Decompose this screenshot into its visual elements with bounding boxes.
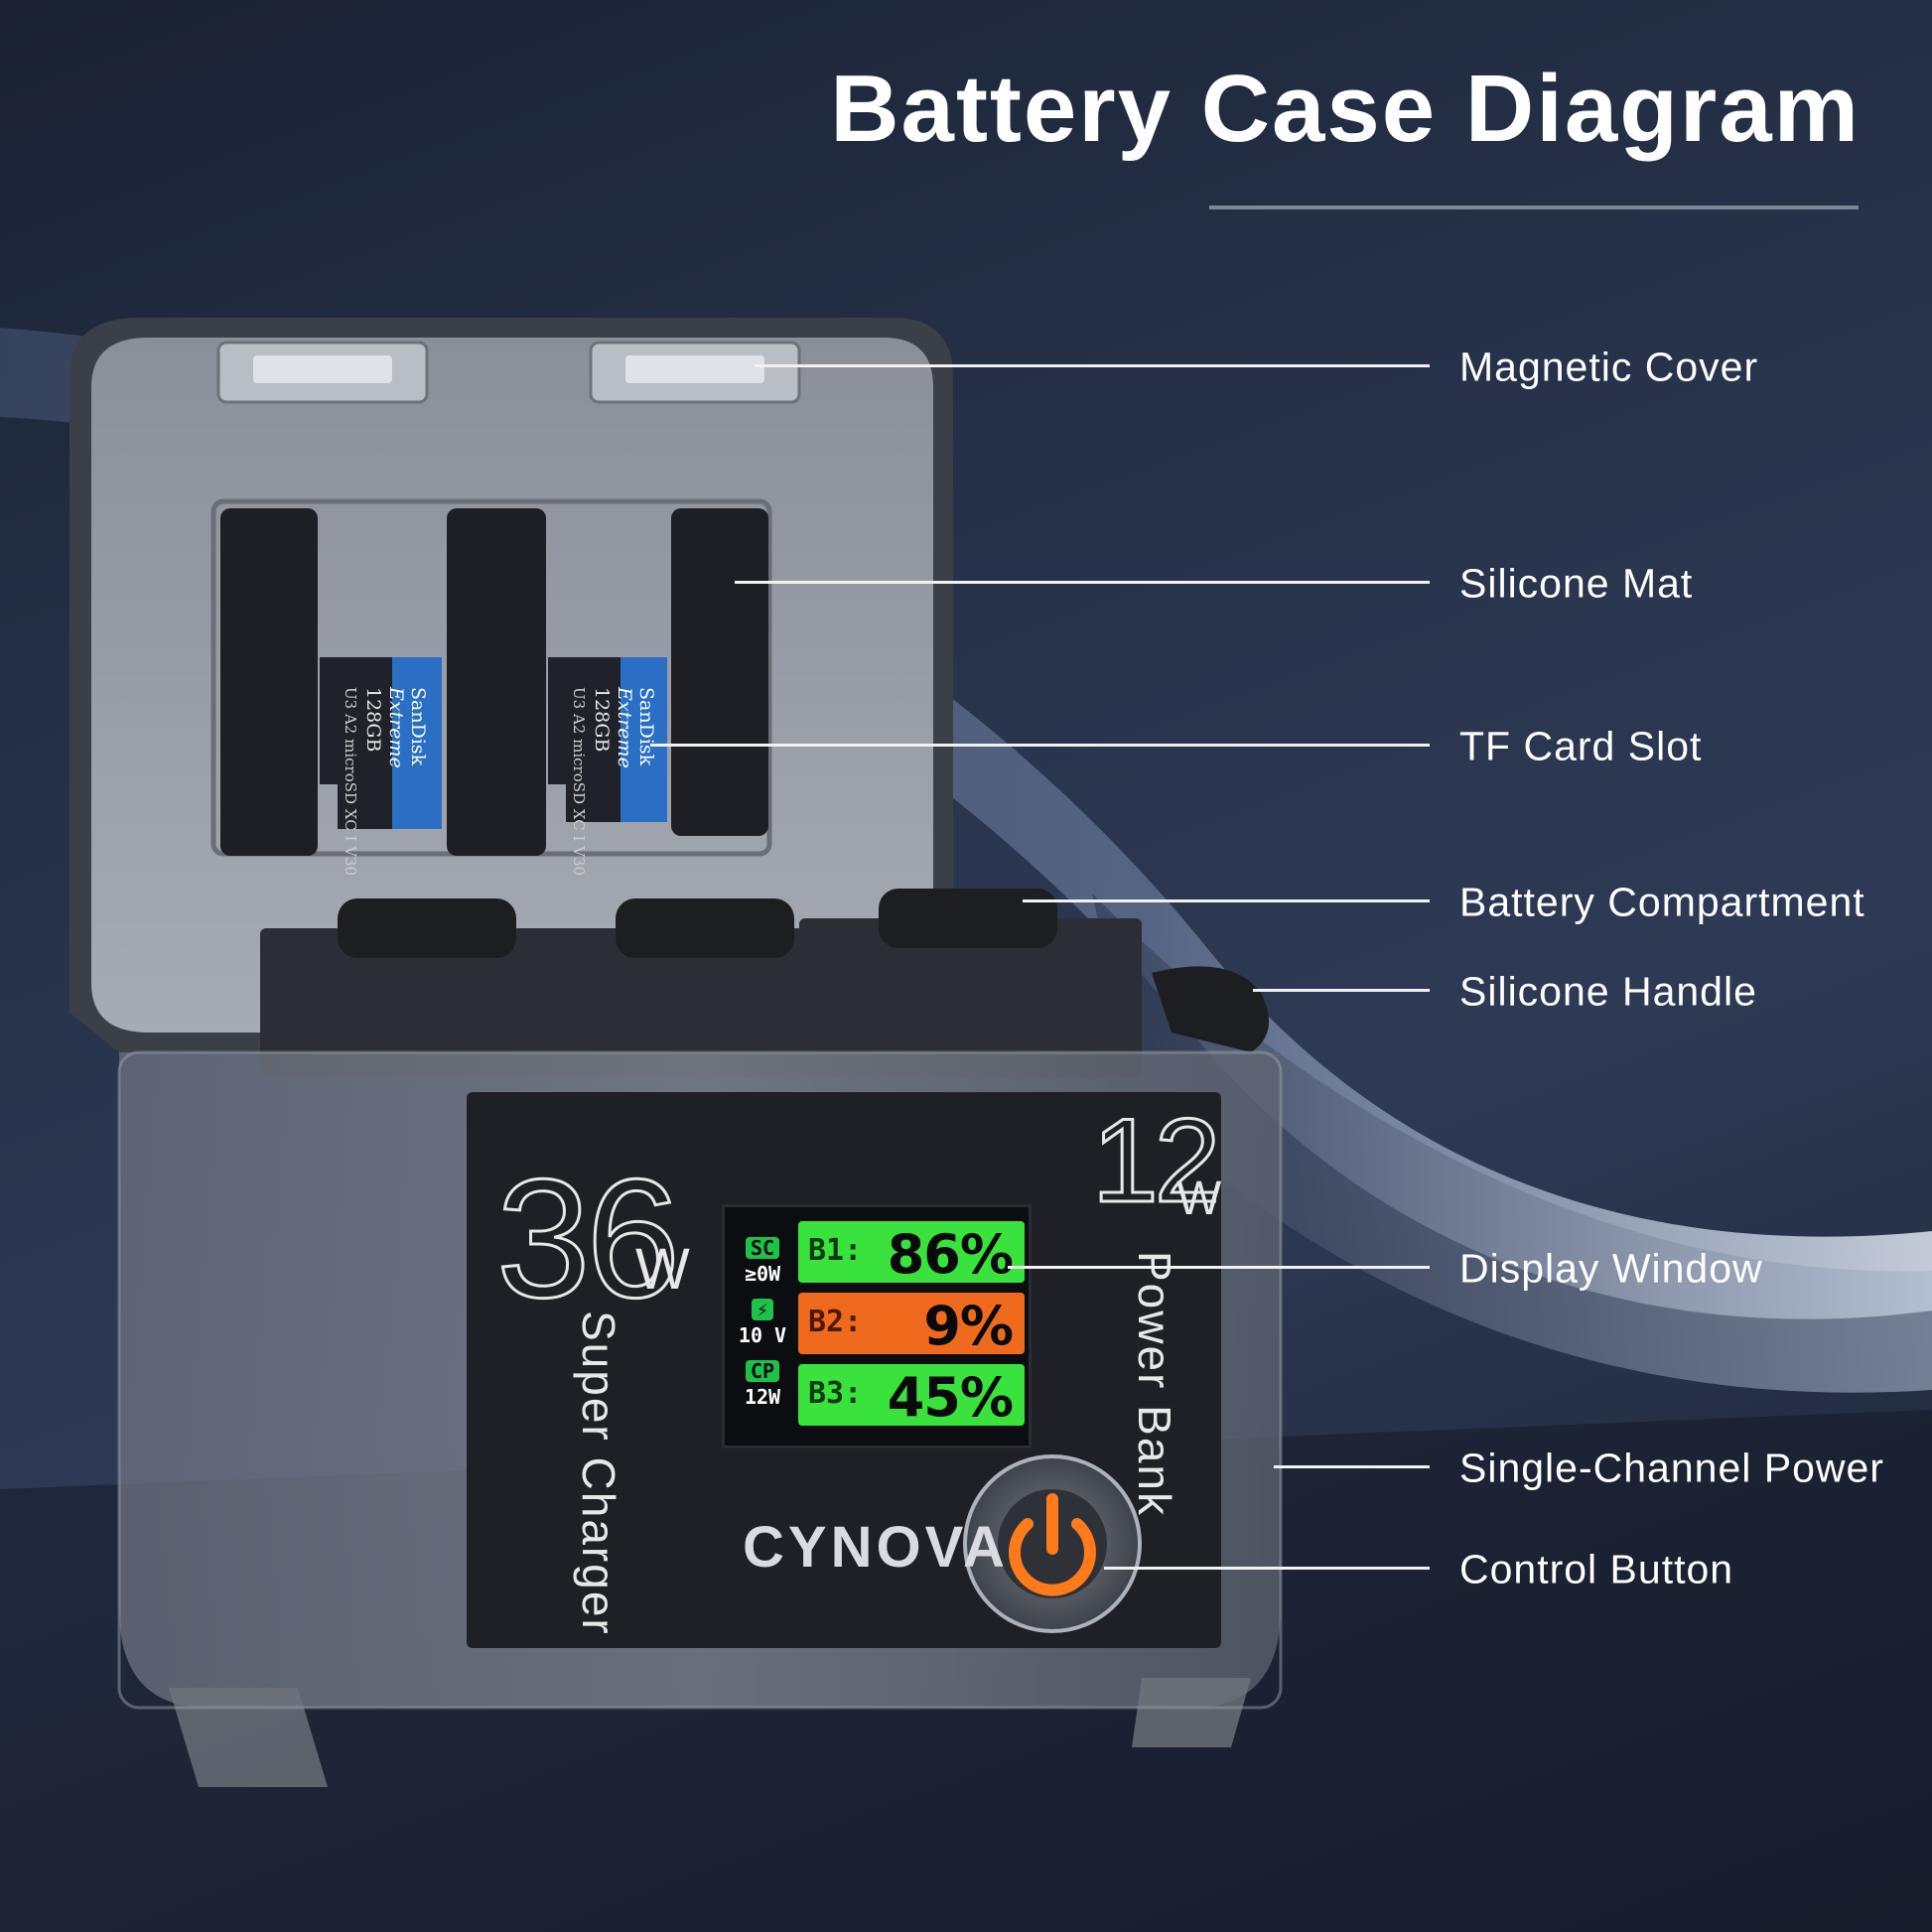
power-bank-unit: W [1176, 1173, 1222, 1225]
tf-card-2-capacity: 128GB [591, 687, 613, 753]
leader-magnetic-cover [755, 364, 1430, 367]
lcd-battery-2-key: B2: [808, 1305, 863, 1339]
lcd-tag-sc: SC ≥0W [733, 1237, 792, 1286]
brand-logo: CYNOVA [743, 1515, 1009, 1580]
label-control-button: Control Button [1459, 1546, 1734, 1592]
magnetic-cover-lid [69, 318, 953, 1052]
lcd-tag-sc-sub: ≥0W [744, 1262, 781, 1286]
control-button-graphic [963, 1454, 1142, 1633]
lcd-tag-cp-sub: 12W [744, 1385, 781, 1409]
power-bank-text: Power Bank [1129, 1251, 1180, 1518]
lcd-tag-voltage: ⚡ 10 V [733, 1299, 792, 1347]
display-window-screen: SC ≥0W ⚡ 10 V CP 12W B1: 86% B2: 9% B3: … [722, 1204, 1032, 1449]
lcd-battery-2-value: 9% [923, 1295, 1014, 1357]
leader-display-window [1008, 1266, 1430, 1269]
label-silicone-mat: Silicone Mat [1459, 560, 1694, 607]
leader-silicone-mat [735, 581, 1430, 584]
leader-battery-compartment [1023, 899, 1430, 902]
battery-compartment-batteries [260, 889, 1142, 1077]
lcd-battery-row-2: B2: 9% [798, 1293, 1025, 1357]
lcd-battery-3-key: B3: [808, 1376, 863, 1411]
label-tf-card-slot: TF Card Slot [1459, 723, 1703, 769]
lightning-icon: ⚡ [751, 1299, 774, 1320]
lcd-battery-row-1: B1: 86% [798, 1221, 1025, 1286]
label-silicone-handle: Silicone Handle [1459, 968, 1757, 1015]
lcd-battery-1-value: 86% [887, 1223, 1014, 1286]
tf-card-1-line: Extreme [385, 687, 407, 768]
super-charger-unit: W [635, 1237, 690, 1302]
tf-card-2-brand: SanDisk [635, 687, 657, 766]
lcd-battery-row-3: B3: 45% [798, 1364, 1025, 1429]
tf-card-2-line: Extreme [614, 687, 635, 768]
power-bank-watts: 12 [1090, 1093, 1222, 1229]
label-magnetic-cover: Magnetic Cover [1459, 344, 1759, 390]
lcd-tag-sc-badge: SC [745, 1237, 780, 1259]
lcd-tag-voltage-sub: 10 V [738, 1323, 787, 1347]
tf-card-2 [548, 657, 667, 822]
lcd-tag-cp-badge: CP [745, 1360, 780, 1382]
leader-tf-card-slot [650, 744, 1430, 747]
tf-card-1 [320, 657, 442, 829]
leader-silicone-handle [1253, 989, 1430, 992]
super-charger-text: Super Charger [573, 1311, 624, 1636]
lcd-battery-1-key: B1: [808, 1233, 863, 1268]
silicone-handle [1152, 966, 1269, 1052]
tf-card-1-brand: SanDisk [407, 687, 429, 766]
label-display-window: Display Window [1459, 1245, 1763, 1292]
leader-single-channel-power [1274, 1465, 1430, 1468]
lcd-battery-3-value: 45% [887, 1366, 1014, 1429]
label-battery-compartment: Battery Compartment [1459, 879, 1865, 925]
lcd-tag-cp: CP 12W [733, 1360, 792, 1409]
tf-card-1-marks: U3 A2 microSD XC I V30 [342, 687, 359, 877]
page-title: Battery Case Diagram [830, 56, 1861, 162]
tf-card-2-marks: U3 A2 microSD XC I V30 [570, 687, 588, 877]
label-single-channel-power: Single-Channel Power [1459, 1445, 1884, 1491]
leader-control-button [1104, 1567, 1430, 1570]
title-divider [1209, 206, 1859, 209]
super-charger-watts: 36 [494, 1144, 681, 1335]
tf-card-1-capacity: 128GB [362, 687, 384, 753]
